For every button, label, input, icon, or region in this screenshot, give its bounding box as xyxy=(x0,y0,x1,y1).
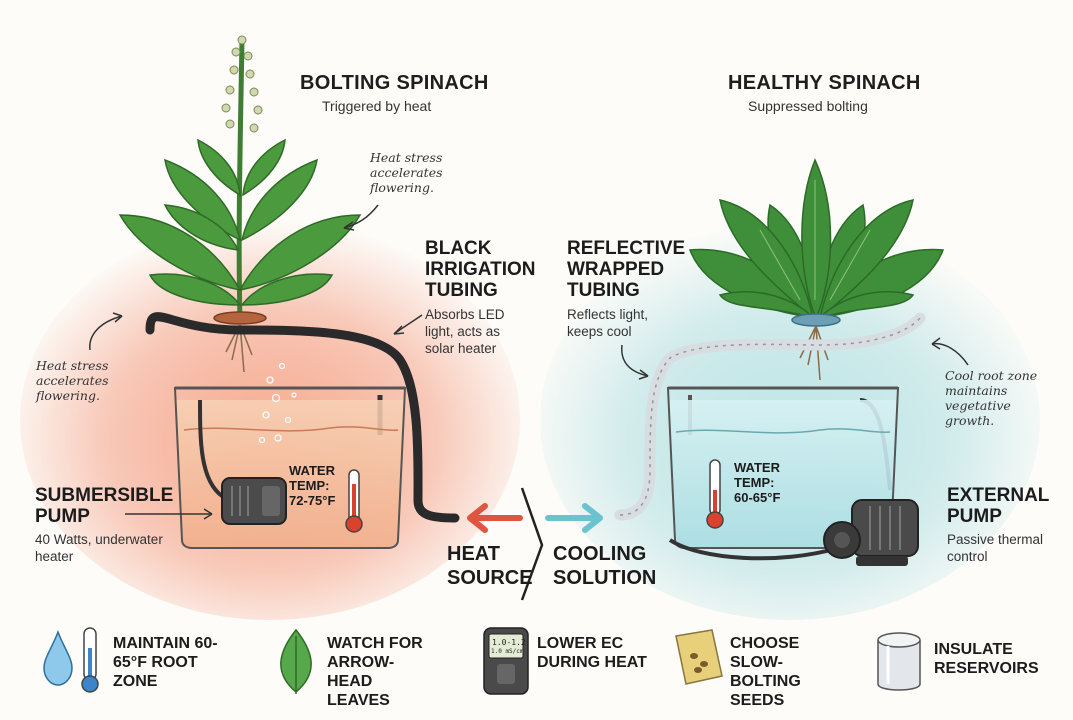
right-note-side: Cool root zone maintains vegetative grow… xyxy=(945,368,1038,428)
leaf-icon xyxy=(280,628,312,694)
divider-chevron xyxy=(520,487,544,601)
ec-meter-reading-bottom: 1.0 mS/cm xyxy=(491,648,524,655)
left-note-top: Heat stress accelerates flowering. xyxy=(370,150,443,195)
tip-watch-arrow-head-leaves: WATCH FOR ARROW-HEAD LEAVES xyxy=(327,635,423,709)
tip-lower-ec: LOWER EC DURING HEAT xyxy=(537,635,647,671)
right-tubing-pointer xyxy=(621,344,649,377)
bolting-spinach-plant xyxy=(118,35,362,373)
insulated-cylinder-icon xyxy=(877,632,921,691)
right-subtitle: Suppressed bolting xyxy=(748,98,868,114)
cool-arrow-icon xyxy=(545,503,603,533)
right-tubing-title: REFLECTIVE WRAPPED TUBING xyxy=(567,238,686,301)
tip-maintain-root-zone: MAINTAIN 60-65°F ROOT ZONE xyxy=(113,635,218,690)
left-pump-title: SUBMERSIBLE PUMP xyxy=(35,485,174,527)
left-note-side: Heat stress accelerates flowering. xyxy=(36,358,109,403)
seed-packet-icon xyxy=(675,629,723,685)
water-drop-thermometer-icon xyxy=(43,627,99,693)
left-title: BOLTING SPINACH xyxy=(300,72,489,94)
right-tubing-desc: Reflects light, keeps cool xyxy=(567,307,649,339)
cooling-solution-label: COOLING SOLUTION xyxy=(553,543,657,589)
ec-meter-reading-top: 1.0-1.2 xyxy=(492,638,526,647)
left-tubing-title: BLACK IRRIGATION TUBING xyxy=(425,238,536,301)
left-subtitle: Triggered by heat xyxy=(322,98,432,114)
heat-source-label: HEAT SOURCE xyxy=(447,543,533,589)
external-pump-icon xyxy=(668,499,919,566)
right-title: HEALTHY SPINACH xyxy=(728,72,921,94)
right-note-pointer xyxy=(931,342,969,366)
left-pump-desc: 40 Watts, underwater heater xyxy=(35,532,163,564)
left-water-temp: WATER TEMP: 72-75°F xyxy=(289,463,336,508)
left-note-pointer xyxy=(89,315,123,351)
tip-insulate-reservoirs: INSULATE RESERVOIRS xyxy=(934,641,1039,677)
top-note-pointer xyxy=(343,204,379,229)
right-water-temp: WATER TEMP: 60-65°F xyxy=(734,460,781,505)
healthy-spinach-plant xyxy=(688,158,945,381)
right-pump-title: EXTERNAL PUMP xyxy=(947,485,1050,527)
ec-meter-icon xyxy=(483,627,529,695)
submersible-pump-icon xyxy=(221,477,287,525)
tip-slow-bolting-seeds: CHOOSE SLOW-BOLTING SEEDS xyxy=(730,635,801,709)
cool-thermometer-icon xyxy=(706,459,724,529)
right-pump-desc: Passive thermal control xyxy=(947,532,1044,564)
heat-arrow-icon xyxy=(467,503,523,533)
warm-thermometer-icon xyxy=(345,469,363,533)
left-tubing-desc: Absorbs LED light, acts as solar heater xyxy=(425,307,505,356)
black-irrigation-tubing xyxy=(145,312,460,523)
